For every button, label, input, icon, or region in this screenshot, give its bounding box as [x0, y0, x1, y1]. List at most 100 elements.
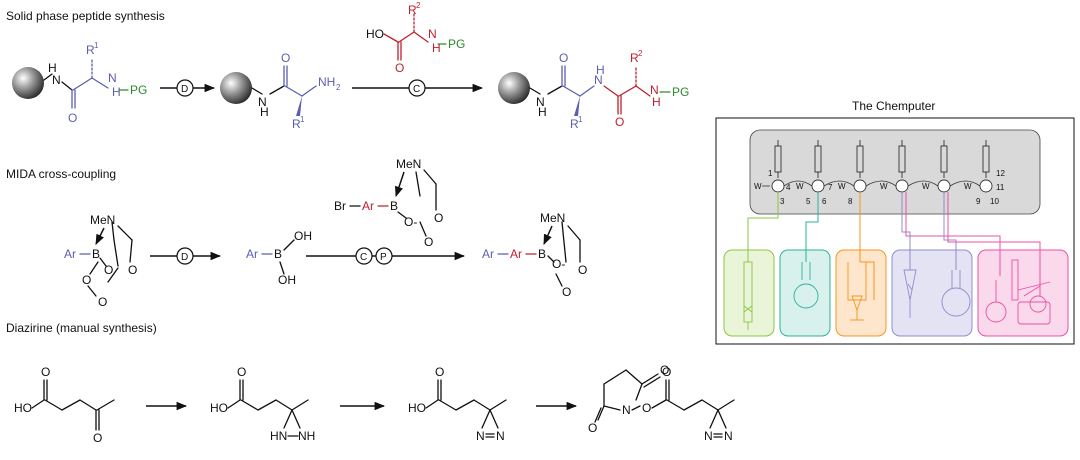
svg-text:W: W: [922, 182, 930, 191]
svg-text:N: N: [258, 95, 267, 109]
svg-text:R: R: [570, 117, 579, 131]
svg-text:Ar: Ar: [362, 199, 374, 213]
svg-text:N: N: [476, 429, 485, 443]
svg-text:NH: NH: [318, 75, 335, 89]
spps-start-material: H N O R 1 N H PG: [12, 41, 147, 125]
svg-text:O: O: [578, 263, 587, 277]
svg-text:Ar: Ar: [246, 247, 258, 261]
svg-text:O: O: [435, 365, 444, 379]
boronic-acid: Ar B OH OH: [246, 229, 312, 287]
svg-text:OH: OH: [294, 229, 312, 243]
svg-text:R: R: [630, 51, 639, 65]
spps-couple-arrow: C: [352, 79, 484, 97]
mida-boronate-start: Ar B MeN O O O O: [64, 213, 137, 309]
svg-text:O: O: [434, 211, 443, 225]
svg-text:HO: HO: [210, 401, 228, 415]
svg-text:MeN: MeN: [90, 213, 115, 227]
svg-text:H: H: [596, 63, 605, 77]
svg-text:B: B: [92, 247, 100, 261]
svg-text:N: N: [622, 403, 631, 417]
chemputer-title: The Chemputer: [852, 99, 935, 113]
chemputer-backbone: [749, 129, 1041, 215]
svg-text:O: O: [662, 365, 671, 379]
svg-text:D: D: [181, 84, 188, 95]
svg-text:N: N: [496, 429, 505, 443]
svg-text:Br: Br: [334, 199, 346, 213]
svg-text:B: B: [390, 199, 398, 213]
svg-text:O: O: [660, 363, 669, 377]
svg-text:2: 2: [416, 1, 421, 10]
svg-text:H: H: [260, 105, 269, 119]
svg-text:H: H: [112, 85, 121, 99]
spps-deprotect-arrow: D: [160, 79, 216, 97]
svg-text:6: 6: [822, 197, 827, 206]
resin-bead-3: [498, 72, 530, 104]
svg-text:O: O: [588, 421, 597, 435]
svg-text:O: O: [642, 401, 651, 415]
svg-text:O: O: [93, 431, 102, 445]
svg-text:O: O: [128, 263, 137, 277]
svg-text:PG: PG: [448, 37, 465, 51]
svg-text:O: O: [559, 51, 568, 65]
svg-text:N: N: [650, 83, 659, 97]
svg-text:N: N: [108, 71, 117, 85]
module-purple: [891, 249, 973, 337]
svg-text:1: 1: [578, 115, 583, 124]
svg-text:C: C: [413, 84, 420, 95]
svg-text:11: 11: [996, 183, 1005, 192]
svg-text:HN: HN: [270, 429, 287, 443]
svg-text:O: O: [41, 365, 50, 379]
svg-text:MeN: MeN: [540, 211, 565, 225]
svg-text:P: P: [380, 252, 387, 263]
mida-couple-purify-arrow: C P: [306, 247, 466, 265]
svg-text:HO: HO: [408, 401, 426, 415]
svg-text:HO: HO: [366, 27, 384, 41]
module-pink: [977, 249, 1069, 337]
spps-amino-acid-reagent: HO O R 2 N H PG: [366, 1, 465, 75]
svg-text:R: R: [86, 43, 95, 57]
levulinic-acid: HO O O: [14, 365, 115, 445]
spps-dipeptide-product: N H O R 1 N H O R 2 N H PG: [498, 49, 689, 131]
svg-text:O-: O-: [552, 257, 565, 271]
svg-text:2: 2: [336, 83, 341, 92]
svg-text:B: B: [538, 247, 546, 261]
svg-text:OH: OH: [278, 273, 296, 287]
svg-text:C: C: [360, 252, 367, 263]
diazirine-acid: HO O N N: [408, 365, 507, 443]
svg-text:1: 1: [94, 41, 99, 50]
svg-text:O: O: [395, 61, 404, 75]
svg-text:N: N: [724, 429, 733, 443]
syringes: [774, 140, 990, 178]
diazirine-title: Diazirine (manual synthesis): [6, 321, 157, 335]
nhs-ester-diazirine: N O O O O N N: [588, 363, 735, 443]
svg-text:7: 7: [828, 183, 833, 192]
svg-text:PG: PG: [130, 83, 147, 97]
svg-text:W: W: [838, 182, 846, 191]
svg-text:N: N: [536, 95, 545, 109]
mida-deprotect-arrow: D: [150, 247, 222, 265]
svg-text:R: R: [408, 3, 417, 17]
svg-text:O: O: [562, 285, 571, 299]
svg-text:W: W: [754, 182, 762, 191]
svg-text:O: O: [68, 111, 77, 125]
mida-biaryl-product: Ar Ar B MeN O O- O: [482, 211, 587, 299]
svg-text:8: 8: [848, 197, 853, 206]
svg-text:10: 10: [990, 197, 999, 206]
svg-text:H: H: [432, 41, 441, 55]
svg-text:W: W: [796, 182, 804, 191]
svg-text:O: O: [615, 115, 624, 129]
svg-text:O: O: [281, 51, 290, 65]
svg-text:H: H: [652, 95, 661, 109]
svg-text:2: 2: [638, 49, 643, 58]
module-orange: [835, 249, 887, 337]
svg-text:HO: HO: [14, 401, 32, 415]
svg-text:O: O: [98, 295, 107, 309]
svg-text:1: 1: [300, 115, 305, 124]
svg-text:3: 3: [780, 197, 785, 206]
svg-text:12: 12: [996, 169, 1005, 178]
svg-text:5: 5: [806, 197, 811, 206]
svg-text:N: N: [52, 73, 61, 87]
svg-text:O: O: [82, 273, 91, 287]
svg-text:Ar: Ar: [64, 247, 76, 261]
